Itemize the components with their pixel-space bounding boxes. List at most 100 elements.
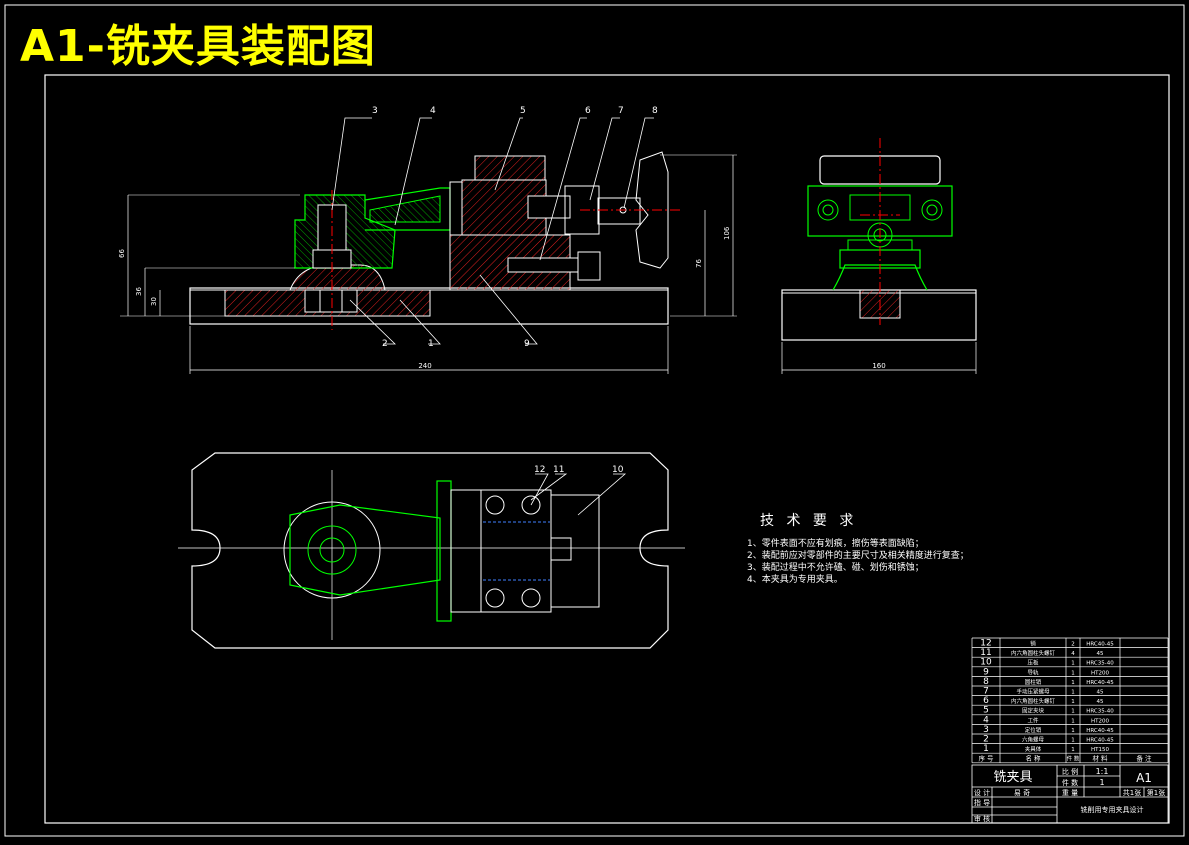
bom-row-name: 工件 [1027, 716, 1039, 724]
bom-row-name: 导轨 [1027, 668, 1039, 676]
bom-header-name: 名 称 [1025, 754, 1041, 763]
bom-row-name: 夹具体 [1025, 745, 1042, 753]
balloon-6: 6 [585, 106, 591, 116]
bom-row-no: 8 [983, 677, 989, 687]
bom-row-qty: 2 [1071, 642, 1075, 648]
bom-row-no: 9 [983, 667, 989, 677]
bom-row-name: 定位销 [1025, 726, 1042, 734]
bom-row-qty: 1 [1071, 709, 1075, 715]
dim-66: 66 [118, 249, 126, 258]
bom-row-material: 45 [1097, 690, 1104, 696]
bom-row-name: 固定夹块 [1022, 707, 1045, 715]
bom-row-material: 45 [1097, 651, 1104, 657]
bom-row-qty: 1 [1071, 728, 1075, 734]
tb-weight-label: 重 量 [1062, 789, 1078, 797]
bom-row-material: HRC40-45 [1086, 680, 1114, 686]
tb-designer: 易 奇 [1014, 788, 1030, 797]
balloon-2: 2 [382, 339, 388, 349]
bom-row-name: 内六角圆柱头螺钉 [1011, 697, 1056, 705]
dim-106: 106 [723, 226, 731, 240]
balloon-8: 8 [652, 106, 658, 116]
bom-row-no: 4 [983, 715, 989, 725]
bom-row-material: 45 [1097, 699, 1104, 705]
bom-row-material: HRC40-45 [1086, 728, 1114, 734]
bom-row-qty: 4 [1071, 651, 1075, 657]
front-view [120, 117, 737, 374]
dim-36: 36 [135, 287, 143, 296]
top-view [178, 452, 685, 649]
bom-row-no: 11 [980, 648, 991, 658]
dim-30: 30 [150, 297, 158, 306]
drawing-title: A1-铣夹具装配图 [20, 21, 376, 72]
bom-row-name: 压板 [1027, 659, 1039, 667]
bom-row-name: 内六角圆柱头螺钉 [1011, 649, 1056, 657]
balloon-10: 10 [612, 465, 624, 475]
bom-row-name: 六角螺母 [1022, 736, 1045, 744]
tb-size: A1 [1136, 771, 1152, 785]
bom-row-no: 10 [980, 658, 992, 668]
tb-count-label: 件 数 [1062, 778, 1078, 787]
balloon-9: 9 [524, 339, 530, 349]
tb-guide-label: 指 导 [974, 798, 990, 807]
bom-row-material: HRC35-40 [1086, 661, 1114, 667]
tb-sheet-1: 共1张 [1123, 788, 1141, 797]
bom-row-no: 7 [983, 687, 989, 697]
bom-row-name: 销 [1030, 640, 1036, 648]
bom-row-no: 1 [983, 744, 989, 754]
title-block [971, 764, 1169, 824]
dim-240: 240 [418, 362, 431, 370]
bom-row-name: 圆柱销 [1025, 678, 1042, 686]
side-view [781, 138, 977, 374]
tb-scale-label: 比 例 [1062, 767, 1078, 776]
bom-header-no: 序 号 [978, 754, 994, 763]
dim-76: 76 [695, 259, 703, 268]
outer-frame [4, 4, 1185, 837]
bom-row-qty: 1 [1071, 699, 1075, 705]
balloon-5: 5 [520, 106, 526, 116]
bom-row-material: HT200 [1091, 670, 1109, 676]
bom-row-material: HRC40-45 [1086, 642, 1114, 648]
bom-row-material: HRC40-45 [1086, 738, 1114, 744]
bom-row-material: HRC35-40 [1086, 709, 1114, 715]
bom-row-qty: 1 [1071, 661, 1075, 667]
bom-row-no: 3 [983, 725, 989, 735]
bom-header-qty: 件 数 [1067, 755, 1080, 763]
bom-row-qty: 1 [1071, 747, 1075, 753]
bom-row-qty: 1 [1071, 670, 1075, 676]
balloon-7: 7 [618, 106, 624, 116]
tb-scale: 1:1 [1096, 767, 1109, 776]
balloon-11: 11 [553, 465, 564, 475]
bom-row-no: 5 [983, 706, 989, 716]
bom-row-material: HT200 [1091, 718, 1109, 724]
tb-review-label: 审 核 [974, 814, 990, 823]
balloon-12: 12 [534, 465, 545, 475]
balloon-3: 3 [372, 106, 378, 116]
tech-req-4: 4、本夹具为专用夹具。 [747, 575, 843, 585]
bom-row-qty: 1 [1071, 738, 1075, 744]
tech-req-3: 3、装配过程中不允许磕、碰、划伤和锈蚀； [747, 563, 924, 573]
bom-row-qty: 1 [1071, 718, 1075, 724]
tb-count: 1 [1099, 778, 1104, 787]
tb-school: 铣削用专用夹具设计 [1081, 805, 1144, 814]
tb-designer-label: 设 计 [974, 788, 990, 797]
tech-req-heading: 技 术 要 求 [760, 513, 858, 529]
balloon-4: 4 [430, 106, 436, 116]
tech-req-2: 2、装配前应对零部件的主要尺寸及相关精度进行复查； [747, 551, 969, 561]
bom-row-qty: 1 [1071, 680, 1075, 686]
bom-header-remark: 备 注 [1136, 754, 1152, 763]
bom-row-material: HT150 [1091, 747, 1109, 753]
tb-drawing-name: 铣夹具 [993, 770, 1032, 785]
balloon-1: 1 [428, 339, 434, 349]
tech-req-1: 1、零件表面不应有划痕，擦伤等表面缺陷； [747, 539, 924, 549]
bom-row-qty: 1 [1071, 690, 1075, 696]
bom-row-no: 6 [983, 696, 989, 706]
bom-row-no: 2 [983, 735, 989, 745]
bom-row-name: 手动压紧螺母 [1016, 688, 1050, 696]
tb-sheet-2: 第1张 [1147, 788, 1165, 797]
dim-160: 160 [872, 362, 885, 370]
bom-header-material: 材 料 [1092, 754, 1108, 763]
bom-row-no: 12 [980, 639, 991, 649]
